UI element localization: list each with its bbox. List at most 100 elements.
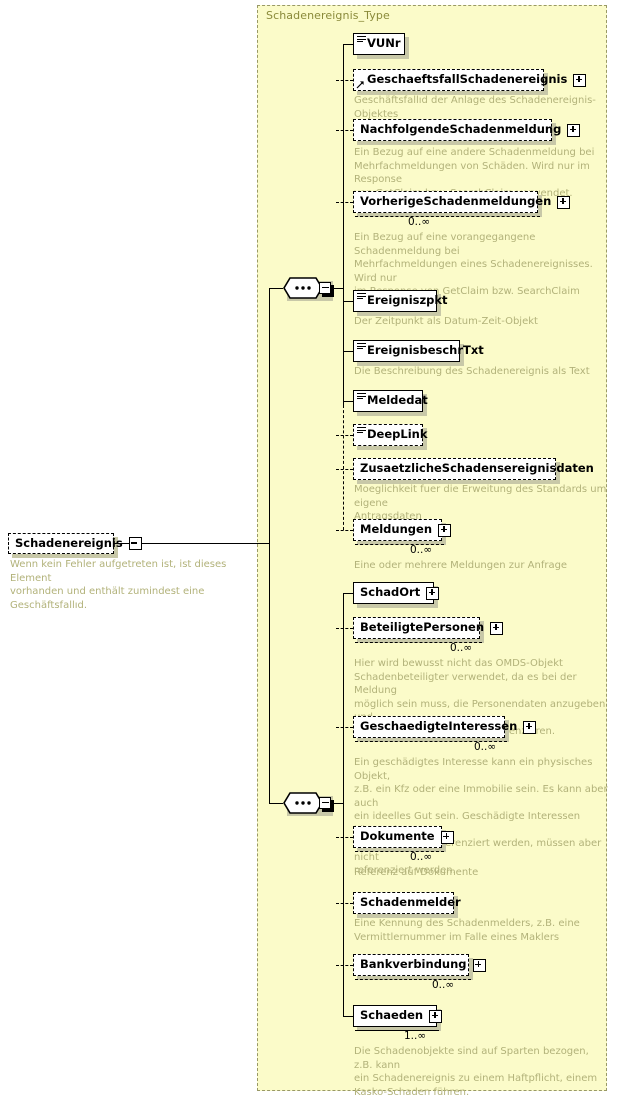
connector-root-to-trunk bbox=[114, 543, 269, 544]
annotation: Moeglichkeit fuer die Erweitung des Stan… bbox=[354, 484, 607, 522]
element-schadenmelder[interactable]: Schadenmelder bbox=[353, 892, 461, 918]
spine-2-lower bbox=[343, 803, 344, 1016]
element-label: EreignisbeschrTxt bbox=[367, 343, 484, 358]
element-label: SchadOrt bbox=[360, 585, 421, 600]
connector-schadenmelder bbox=[336, 903, 353, 904]
trunk-upper bbox=[269, 288, 270, 544]
spine-1-dashed bbox=[343, 405, 344, 530]
element-label: VorherigeSchadenmeldungen bbox=[360, 194, 552, 209]
element-schaeden[interactable]: Schaeden bbox=[353, 1005, 443, 1031]
sequence-dots-icon bbox=[283, 792, 323, 814]
cardinality-label: 0..∞ bbox=[474, 741, 497, 753]
element-label: Bankverbindung bbox=[360, 957, 467, 972]
spine-2-upper bbox=[343, 593, 344, 803]
connector-ereigniszpkt bbox=[343, 301, 353, 302]
sequence-compositor-1[interactable] bbox=[283, 277, 334, 301]
connector-ereignisbeschrtxt bbox=[343, 351, 353, 352]
annotation: Die Beschreibung des Schadenereignis als… bbox=[354, 366, 590, 377]
element-deeplink[interactable]: DeepLink bbox=[353, 424, 427, 450]
connector-schadort bbox=[343, 593, 353, 594]
element-meldedat[interactable]: Meldedat bbox=[353, 390, 428, 416]
annotation: Eine oder mehrere Meldungen zur Anfrage bbox=[354, 560, 568, 571]
connector-dokumente bbox=[336, 837, 353, 838]
element-label: Dokumente bbox=[360, 829, 435, 844]
cardinality-label: 0..∞ bbox=[410, 851, 433, 863]
type-title: Schadenereignis_Type bbox=[266, 9, 390, 22]
annotation: Ein geschädigtes Interesse kann ein phys… bbox=[354, 757, 608, 876]
element-label: BeteiligtePersonen bbox=[360, 620, 485, 635]
repeat-stack-indicator bbox=[355, 639, 482, 643]
element-label: DeepLink bbox=[367, 427, 428, 442]
trunk-lower bbox=[269, 543, 270, 803]
element-geschaedigteinteressen[interactable]: GeschaedigteInteressen bbox=[353, 716, 537, 742]
plus-expander-icon[interactable] bbox=[523, 720, 537, 734]
plus-expander-icon[interactable] bbox=[567, 123, 581, 137]
repeat-stack-indicator bbox=[355, 738, 507, 742]
connector-deeplink bbox=[336, 435, 353, 436]
element-schadort[interactable]: SchadOrt bbox=[353, 582, 440, 608]
plus-expander-icon[interactable] bbox=[573, 73, 587, 87]
repeat-stack-indicator bbox=[355, 213, 540, 217]
element-label: GeschaeftsfallSchadenereignis bbox=[367, 72, 568, 87]
element-meldungen[interactable]: Meldungen bbox=[353, 519, 452, 545]
element-dokumente[interactable]: Dokumente bbox=[353, 826, 454, 852]
connector-schaeden bbox=[343, 1016, 353, 1017]
element-beteiligtepersonen[interactable]: BeteiligtePersonen bbox=[353, 617, 504, 643]
element-label: Ereigniszpkt bbox=[367, 293, 448, 308]
repeat-stack-indicator bbox=[355, 976, 471, 980]
connector-meldedat bbox=[343, 401, 353, 402]
element-nachfolgendeschadenmeldung[interactable]: NachfolgendeSchadenmeldung bbox=[353, 119, 581, 145]
cardinality-label: 0..∞ bbox=[432, 979, 455, 991]
element-geschaeftsfallschadenereignis[interactable]: GeschaeftsfallSchadenereignis bbox=[353, 69, 587, 95]
element-label: VUNr bbox=[367, 36, 401, 51]
connector-to-sequence-2 bbox=[269, 803, 283, 804]
cardinality-label: 1..∞ bbox=[404, 1030, 427, 1042]
connector-vorherigeschadenmeldungen bbox=[336, 202, 353, 203]
simple-type-lines-icon bbox=[357, 393, 366, 400]
element-vorherigeschadenmeldungen[interactable]: VorherigeSchadenmeldungen bbox=[353, 191, 571, 217]
repeat-stack-indicator bbox=[355, 848, 444, 852]
plus-expander-icon[interactable] bbox=[557, 195, 571, 209]
element-vunr[interactable]: VUNr bbox=[353, 33, 409, 59]
cardinality-label: 0..∞ bbox=[410, 544, 433, 556]
annotation: Geschäftsfallıd der Anlage des Schadener… bbox=[354, 95, 596, 120]
cardinality-label: 0..∞ bbox=[450, 642, 473, 654]
plus-expander-icon[interactable] bbox=[440, 830, 454, 844]
connector-meldungen bbox=[336, 530, 353, 531]
simple-type-lines-icon bbox=[357, 293, 366, 300]
root-annotation: Wenn kein Fehler aufgetreten ist, ist di… bbox=[10, 559, 227, 611]
connector-geschaeftsfallschadenereignis bbox=[336, 80, 353, 81]
element-zusaetzlicheschadensereignisdaten[interactable]: ZusaetzlicheSchadensereignisdaten bbox=[353, 458, 594, 484]
connector-sequence-2-to-spine bbox=[331, 803, 343, 804]
sequence-compositor-2[interactable] bbox=[283, 792, 334, 816]
reference-arrow-icon bbox=[356, 81, 364, 89]
element-label: Meldungen bbox=[360, 522, 433, 537]
connector-beteiligtepersonen bbox=[336, 628, 353, 629]
minus-expander-icon[interactable] bbox=[319, 797, 331, 809]
minus-expander-icon[interactable] bbox=[128, 537, 142, 550]
plus-expander-icon[interactable] bbox=[490, 621, 504, 635]
simple-type-lines-icon bbox=[357, 427, 366, 434]
root-element-label: Schadenereignis bbox=[15, 535, 123, 550]
connector-vunr bbox=[343, 44, 353, 45]
plus-expander-icon[interactable] bbox=[438, 523, 452, 537]
element-bankverbindung[interactable]: Bankverbindung bbox=[353, 954, 486, 980]
element-label: Schaeden bbox=[360, 1008, 424, 1023]
plus-expander-icon[interactable] bbox=[429, 1009, 443, 1023]
connector-nachfolgendeschadenmeldung bbox=[336, 130, 353, 131]
root-element-schadenereignis[interactable]: Schadenereignis bbox=[8, 533, 142, 558]
annotation: Die Schadenobjekte sind auf Sparten bezo… bbox=[354, 1046, 598, 1098]
element-ereignisbeschrtxt[interactable]: EreignisbeschrTxt bbox=[353, 340, 484, 366]
element-ereigniszpkt[interactable]: Ereigniszpkt bbox=[353, 290, 448, 316]
plus-expander-icon[interactable] bbox=[426, 586, 440, 600]
simple-type-lines-icon bbox=[357, 343, 366, 350]
element-label: ZusaetzlicheSchadensereignisdaten bbox=[360, 461, 594, 476]
connector-to-sequence-1 bbox=[269, 288, 283, 289]
plus-expander-icon[interactable] bbox=[472, 958, 486, 972]
element-label: GeschaedigteInteressen bbox=[360, 719, 518, 734]
annotation: Referenz auf Dokumente bbox=[354, 867, 479, 878]
connector-geschaedigteinteressen bbox=[336, 727, 353, 728]
minus-expander-icon[interactable] bbox=[319, 282, 331, 294]
connector-sequence-1-to-spine bbox=[331, 288, 343, 289]
